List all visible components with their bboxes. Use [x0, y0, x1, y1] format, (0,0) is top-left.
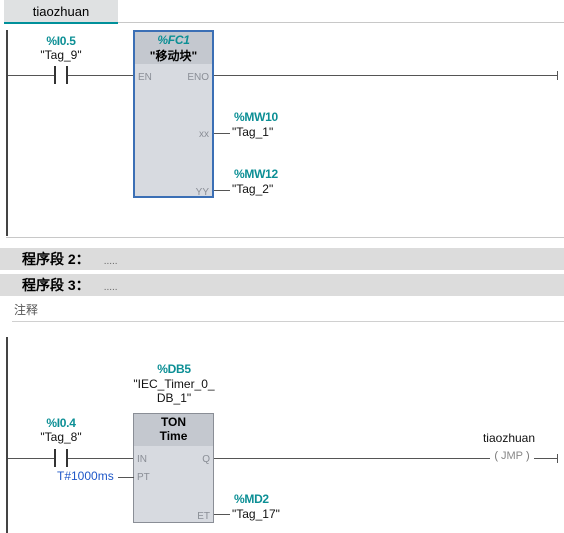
pin-eno[interactable]: ENO: [187, 72, 209, 83]
segment-2-title[interactable]: .....: [103, 256, 118, 267]
pin-et[interactable]: ET: [197, 511, 210, 522]
fc1-name: "移动块": [149, 49, 198, 63]
fc1-block-header: %FC1 "移动块": [135, 32, 212, 64]
instance-db-name-line2[interactable]: DB_1": [156, 391, 192, 405]
pt-wire: [118, 477, 134, 478]
contact-tag[interactable]: "Tag_8": [40, 430, 82, 444]
et-wire: [214, 514, 230, 515]
pin-in[interactable]: IN: [137, 454, 147, 465]
eno-wire: [214, 75, 558, 76]
rung-end-marker: [557, 454, 558, 463]
rung-wire: [8, 458, 54, 459]
contact-address[interactable]: %I0.5: [46, 34, 76, 48]
network-1: [0, 24, 564, 238]
out2-address[interactable]: %MW12: [234, 167, 278, 181]
pt-value[interactable]: T#1000ms: [57, 469, 114, 483]
rung-wire: [68, 75, 134, 76]
pin-yy[interactable]: YY: [195, 187, 209, 198]
segment-3-label: 程序段 3：: [22, 277, 90, 293]
instance-db-address[interactable]: %DB5: [157, 362, 191, 376]
network-1-bottom-border: [6, 237, 564, 238]
fc1-address: %FC1: [157, 33, 190, 47]
tab-bar-divider: [118, 0, 564, 23]
rung-wire: [8, 75, 54, 76]
jump-label[interactable]: tiaozhuan: [482, 431, 536, 445]
jmp-out-wire: [534, 458, 558, 459]
out1-tag[interactable]: "Tag_1": [232, 125, 274, 139]
power-rail: [6, 30, 8, 236]
contact-tag[interactable]: "Tag_9": [40, 48, 82, 62]
segment-3-title[interactable]: .....: [103, 282, 118, 293]
xx-wire: [214, 133, 230, 134]
ton-timer-block[interactable]: TON Time IN Q PT ET: [133, 413, 214, 523]
fc1-block[interactable]: %FC1 "移动块" EN ENO xx YY: [133, 30, 214, 198]
rung-end-marker: [557, 71, 558, 80]
out1-address[interactable]: %MW10: [234, 110, 278, 124]
ton-block-header: TON Time: [134, 414, 213, 446]
out2-tag[interactable]: "Tag_2": [232, 182, 274, 196]
instance-db-name-line1[interactable]: "IEC_Timer_0_: [133, 377, 215, 391]
power-rail: [6, 337, 8, 533]
pin-en[interactable]: EN: [138, 72, 152, 83]
q-wire: [214, 458, 490, 459]
normally-open-contact[interactable]: [54, 449, 68, 467]
contact-address[interactable]: %I0.4: [46, 416, 76, 430]
ton-unit[interactable]: Time: [159, 429, 188, 443]
et-out-tag[interactable]: "Tag_17": [232, 507, 280, 521]
normally-open-contact[interactable]: [54, 66, 68, 84]
segment-2-header[interactable]: 程序段 2：.....: [0, 248, 564, 270]
segment-2-label: 程序段 2：: [22, 251, 90, 267]
et-out-address[interactable]: %MD2: [234, 492, 269, 506]
pin-xx[interactable]: xx: [199, 129, 209, 140]
segment-3-comment[interactable]: 注释: [12, 301, 564, 322]
yy-wire: [214, 190, 230, 191]
pin-pt[interactable]: PT: [137, 472, 150, 483]
jmp-coil[interactable]: (JMP): [494, 450, 530, 462]
rung-wire: [68, 458, 134, 459]
pin-q[interactable]: Q: [202, 454, 210, 465]
segment-3-header[interactable]: 程序段 3：.....: [0, 274, 564, 296]
jmp-coil-label: JMP: [501, 450, 523, 462]
tab-tiaozhuan[interactable]: tiaozhuan: [4, 0, 118, 24]
ton-type: TON: [160, 415, 187, 429]
